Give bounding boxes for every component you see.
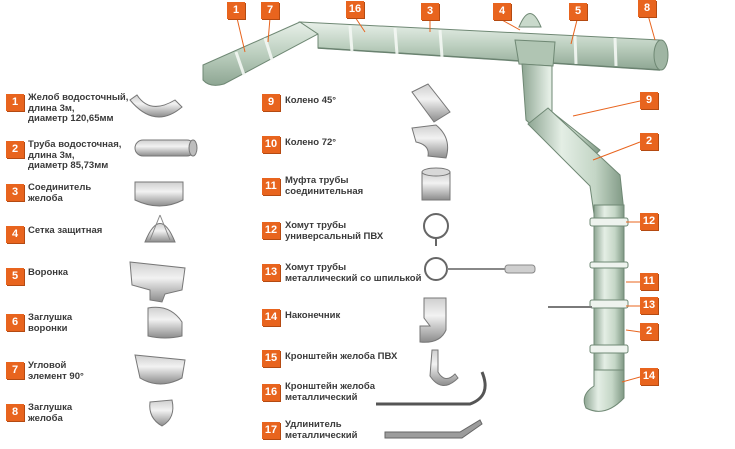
- gutter-icon: [129, 94, 183, 118]
- legend-label-16: Кронштейн желоба металлический: [285, 381, 375, 403]
- legend-label-11: Муфта трубы соединительная: [285, 175, 364, 197]
- callout-badge-outlet: 14: [640, 368, 658, 385]
- gutter-cap-icon: [149, 399, 174, 427]
- callout-badge-connector: 3: [421, 3, 439, 20]
- callout-badge-downpipe-lower: 2: [640, 323, 658, 340]
- legend-badge-9: 9: [262, 94, 280, 111]
- legend-badge-1: 1: [6, 94, 24, 111]
- callout-badge-downpipe-upper: 2: [640, 133, 658, 150]
- extender-icon: [384, 419, 483, 439]
- legend-badge-5: 5: [6, 268, 24, 285]
- corner-element-icon: [134, 354, 186, 385]
- downpipe-icon: [134, 139, 198, 157]
- legend-label-6: Заглушка воронки: [28, 312, 73, 334]
- legend-badge-15: 15: [262, 350, 280, 367]
- callout-badge-pvc-clamp: 12: [640, 213, 658, 230]
- callout-badge-gutter: 1: [227, 2, 245, 19]
- callout-badge-leaf-guard: 4: [493, 3, 511, 20]
- metal-clamp-icon: [424, 257, 536, 281]
- funnel-icon: [129, 261, 186, 303]
- legend-badge-11: 11: [262, 178, 280, 195]
- elbow-72-icon: [411, 124, 449, 159]
- legend-badge-17: 17: [262, 422, 280, 439]
- leaf-guard-icon: [144, 214, 176, 243]
- legend-label-14: Наконечник: [285, 310, 341, 321]
- pvc-bracket-icon: [429, 349, 459, 386]
- outlet-icon: [419, 297, 447, 343]
- callout-badge-elbow-45: 9: [640, 92, 658, 109]
- callout-badge-metal-clamp: 13: [640, 297, 658, 314]
- funnel: [514, 39, 556, 67]
- legend-badge-2: 2: [6, 141, 24, 158]
- gutter-main-run: [298, 21, 665, 71]
- legend-badge-13: 13: [262, 264, 280, 281]
- legend-badge-3: 3: [6, 184, 24, 201]
- legend-label-3: Соединитель желоба: [28, 182, 92, 204]
- gutter-left-run: [202, 21, 319, 86]
- leaf-guard: [518, 13, 542, 28]
- legend-badge-10: 10: [262, 136, 280, 153]
- legend-badge-8: 8: [6, 404, 24, 421]
- legend-label-4: Сетка защитная: [28, 225, 103, 236]
- legend-label-8: Заглушка желоба: [28, 402, 73, 424]
- gutter-assembly: [202, 13, 669, 412]
- legend-label-2: Труба водосточная, длина 3м, диаметр 85,…: [28, 139, 122, 171]
- legend-label-13: Хомут трубы металлический со шпилькой: [285, 262, 422, 284]
- legend-badge-14: 14: [262, 309, 280, 326]
- outlet: [583, 369, 625, 412]
- legend-label-12: Хомут трубы универсальный ПВХ: [285, 220, 384, 242]
- metal-bracket-icon: [376, 371, 487, 406]
- funnel-cap-icon: [147, 306, 183, 339]
- legend-badge-12: 12: [262, 222, 280, 239]
- gutter-connector-icon: [134, 181, 184, 207]
- legend-label-17: Удлинитель металлический: [285, 419, 358, 441]
- callout-badge-coupling: 11: [640, 273, 658, 290]
- legend-badge-6: 6: [6, 314, 24, 331]
- legend-label-15: Кронштейн желоба ПВХ: [285, 351, 398, 362]
- legend-label-1: Желоб водосточный, длина 3м, диаметр 120…: [28, 92, 129, 124]
- legend-label-7: Угловой элемент 90°: [28, 360, 84, 382]
- legend-badge-16: 16: [262, 384, 280, 401]
- callout-badge-gutter-cap: 8: [638, 0, 656, 17]
- legend-label-10: Колено 72°: [285, 137, 337, 148]
- legend-badge-7: 7: [6, 362, 24, 379]
- pvc-clamp-icon: [423, 213, 449, 246]
- legend-label-9: Колено 45°: [285, 95, 337, 106]
- pipe-coupling-icon: [421, 167, 451, 201]
- downpipe-diagonal: [527, 107, 625, 215]
- callout-badge-corner: 7: [261, 2, 279, 19]
- callout-badge-funnel: 5: [569, 3, 587, 20]
- elbow-45-icon: [411, 83, 451, 123]
- legend-badge-4: 4: [6, 226, 24, 243]
- legend-label-5: Воронка: [28, 267, 69, 278]
- callout-badge-metal-bracket: 16: [346, 1, 364, 18]
